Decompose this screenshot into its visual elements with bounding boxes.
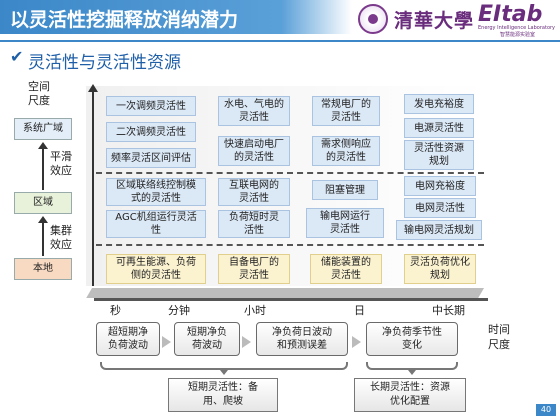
title-bar: 以灵活性挖掘释放消纳潜力	[0, 0, 352, 34]
level-system-wide: 系统广域	[14, 118, 72, 140]
time-axis-band	[86, 288, 484, 298]
cluster-effect-label: 集群效应	[50, 224, 72, 251]
resource-box: 频率灵活区间评估	[106, 148, 196, 168]
slide-title: 以灵活性挖掘释放消纳潜力	[10, 9, 239, 31]
slide-header: 以灵活性挖掘释放消纳潜力 清華大學 EItab Energy Intellige…	[0, 0, 560, 40]
resource-box: 电源灵活性	[404, 118, 474, 138]
resource-box: 一次调频灵活性	[106, 96, 196, 116]
resource-box: 电网充裕度	[404, 176, 476, 196]
net-load-box: 净负荷季节性变化	[366, 322, 458, 356]
system-region-divider	[96, 172, 484, 174]
lab-name-en: Energy Intelligence Laboratory	[478, 25, 556, 31]
resource-box: 电网灵活性	[404, 198, 476, 218]
resource-box: 二次调频灵活性	[106, 122, 196, 142]
region-local-divider	[96, 244, 484, 246]
arrow-right-icon	[352, 336, 361, 348]
arrow-up-icon	[88, 84, 98, 92]
resource-box: 输电网运行灵活性	[306, 208, 384, 238]
time-axis-line	[94, 298, 488, 301]
short-term-flexibility-summary: 短期灵活性：备用、爬坡	[168, 378, 278, 412]
brace-tip	[408, 370, 416, 375]
long-term-brace	[366, 362, 458, 370]
resource-box: 输电网灵活规划	[396, 220, 482, 240]
resource-box: AGC机组运行灵活性	[106, 210, 206, 238]
resource-box: 快速启动电厂的灵活性	[218, 136, 290, 166]
resource-box: 阻塞管理	[312, 180, 378, 200]
spatial-y-axis	[92, 90, 94, 286]
time-axis-label: 时间尺度	[488, 323, 510, 351]
long-term-flexibility-summary: 长期灵活性：资源优化配置	[354, 378, 466, 412]
time-tick-second: 秒	[110, 304, 121, 317]
spatial-arrow-upper	[42, 148, 44, 190]
lab-name-cn: 智慧能源实验室	[500, 32, 536, 38]
resource-box: 互联电网的灵活性	[218, 178, 290, 206]
spatial-arrow-lower	[42, 222, 44, 256]
resource-box: 水电、气电的灵活性	[218, 96, 290, 126]
net-load-box: 净负荷日波动和预测误差	[256, 322, 348, 356]
short-term-brace	[100, 362, 348, 370]
page-number: 40	[536, 404, 556, 416]
level-local: 本地	[14, 258, 72, 280]
tsinghua-logo-text: 清華大學	[394, 10, 475, 32]
time-tick-long-term: 中长期	[432, 304, 465, 317]
smoothing-effect-label: 平滑效应	[50, 150, 72, 177]
header-divider	[0, 40, 560, 42]
resource-box: 可再生能源、负荷侧的灵活性	[106, 254, 206, 284]
resource-box: 灵活性资源规划	[404, 140, 474, 170]
spatial-axis-label: 空间尺度	[28, 80, 50, 107]
arrow-right-icon	[242, 336, 251, 348]
time-tick-hour: 小时	[244, 304, 266, 317]
slide-subtitle: 灵活性与灵活性资源	[28, 53, 181, 73]
resource-box: 区域联络线控制模式的灵活性	[106, 178, 206, 206]
net-load-box: 短期净负荷波动	[174, 322, 240, 356]
eitab-logo: EItab	[478, 2, 543, 27]
level-regional: 区域	[14, 192, 72, 214]
checkmark-icon: ✔	[10, 47, 24, 66]
resource-box: 发电充裕度	[404, 94, 474, 114]
arrow-right-icon	[162, 336, 171, 348]
time-tick-day: 日	[354, 304, 365, 317]
net-load-box: 超短期净负荷波动	[96, 322, 160, 356]
resource-box: 自备电厂的灵活性	[218, 254, 290, 284]
resource-box: 灵活负荷优化规划	[404, 254, 476, 284]
arrow-up-icon	[38, 216, 48, 223]
resource-box: 负荷短时灵活性	[218, 210, 290, 238]
tsinghua-seal-icon	[358, 4, 388, 34]
resource-box: 常规电厂的灵活性	[312, 96, 380, 126]
brace-tip	[220, 370, 228, 375]
resource-box: 储能装置的灵活性	[310, 254, 382, 284]
arrow-up-icon	[38, 142, 48, 149]
resource-box: 需求侧响应的灵活性	[312, 136, 380, 166]
time-tick-minute: 分钟	[168, 304, 190, 317]
